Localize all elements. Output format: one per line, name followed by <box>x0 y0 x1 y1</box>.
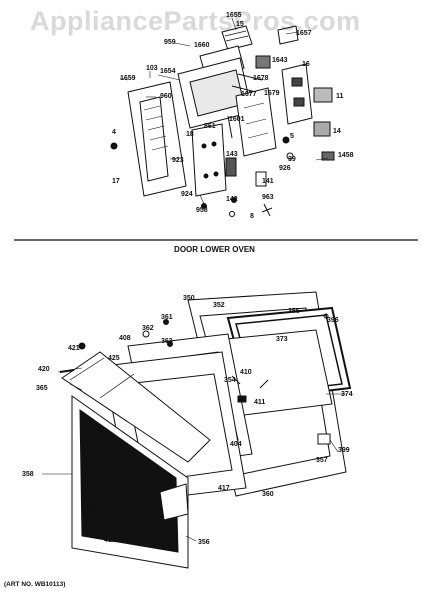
part-label: 1643 <box>272 57 288 64</box>
part-label: 5 <box>290 133 294 140</box>
part-label: 350 <box>183 295 195 302</box>
part-label: 959 <box>164 39 176 46</box>
part-label: 419 <box>104 537 116 544</box>
part-label: 963 <box>262 194 274 201</box>
part-label: 1601 <box>229 116 245 123</box>
part-label: 357 <box>316 457 328 464</box>
part-label: 142 <box>226 196 238 203</box>
part-label: 1677 <box>241 91 257 98</box>
part-label: 365 <box>36 385 48 392</box>
part-label: 354 <box>224 377 236 384</box>
part-label: 958 <box>196 207 208 214</box>
section-title: DOOR LOWER OVEN <box>174 245 255 254</box>
art-number: (ART NO. WB10113) <box>4 581 66 588</box>
part-label: 103 <box>146 65 158 72</box>
part-label: 421 <box>68 345 80 352</box>
part-label: 861 <box>204 123 216 130</box>
part-label: 1654 <box>160 68 176 75</box>
part-label: 1659 <box>120 75 136 82</box>
part-label: 404 <box>230 441 242 448</box>
part-label: 361 <box>161 314 173 321</box>
part-label: 16 <box>302 61 310 68</box>
part-label: 960 <box>160 93 172 100</box>
part-label: 143 <box>226 151 238 158</box>
part-label: 4 <box>112 129 116 136</box>
part-label: 411 <box>254 399 265 406</box>
part-label: 926 <box>279 165 291 172</box>
part-label: 923 <box>172 157 184 164</box>
part-label: 418 <box>86 503 98 510</box>
part-label: 425 <box>108 355 120 362</box>
part-label: 420 <box>38 366 50 373</box>
part-label: 352 <box>213 302 225 309</box>
part-label: 924 <box>181 191 193 198</box>
part-label: 141 <box>262 178 274 185</box>
part-label: 396 <box>327 317 339 324</box>
part-label: 1458 <box>338 152 354 159</box>
part-label: 17 <box>112 178 120 185</box>
part-label: 360 <box>262 491 274 498</box>
part-label: 1678 <box>253 75 269 82</box>
part-label: 373 <box>276 336 288 343</box>
part-label: 356 <box>198 539 210 546</box>
part-label: 408 <box>119 335 131 342</box>
part-label: 355 <box>288 308 300 315</box>
part-label: 14 <box>333 128 341 135</box>
part-label: 39 <box>288 156 296 163</box>
part-label: 374 <box>341 391 353 398</box>
part-label: 363 <box>161 338 173 345</box>
part-label: 18 <box>186 131 194 138</box>
part-label: 15 <box>236 21 244 28</box>
watermark: AppliancePartsPros.com <box>30 6 361 36</box>
part-label: 399 <box>338 447 350 454</box>
part-label: 8 <box>250 213 254 220</box>
part-label: 362 <box>142 325 154 332</box>
part-label: 1655 <box>226 12 242 19</box>
part-label: 1660 <box>194 42 210 49</box>
part-label: 11 <box>336 93 344 100</box>
part-label: 417 <box>218 485 230 492</box>
part-label: 410 <box>240 369 252 376</box>
part-label: 1679 <box>264 90 280 97</box>
part-label: 358 <box>22 471 34 478</box>
part-label: 1657 <box>296 30 312 37</box>
